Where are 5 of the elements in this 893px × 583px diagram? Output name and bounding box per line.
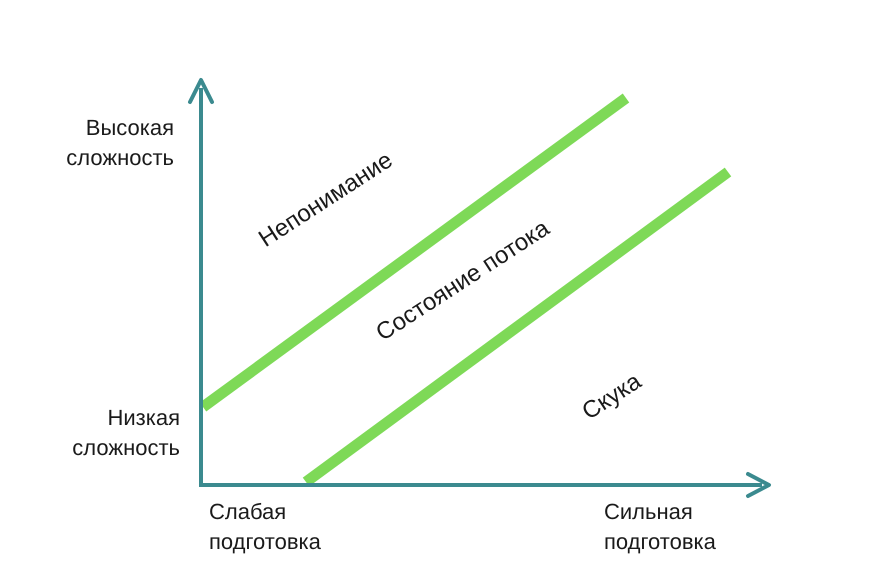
axis-label: Высокая сложность <box>65 114 174 172</box>
axis-label: Низкая сложность <box>71 404 180 462</box>
axis-label: Слабая подготовка <box>209 498 322 556</box>
axis-label: Сильная подготовка <box>604 498 717 556</box>
region-label: Скука <box>577 368 647 426</box>
